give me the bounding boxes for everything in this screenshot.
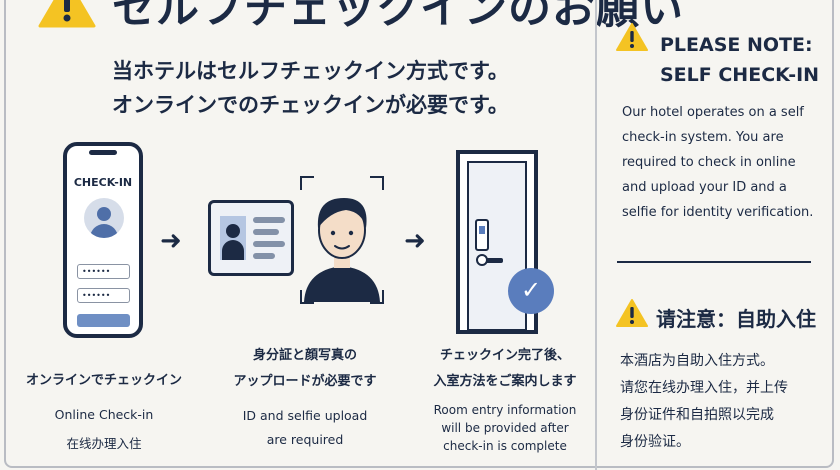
caption-line: 在线办理入住 bbox=[66, 436, 142, 451]
notice-body-cn: 本酒店为自助入住方式。 请您在线办理入住，并上传 身份证件和自拍照以完成 身份验… bbox=[620, 348, 788, 456]
page-title: セルフチェックインのお願い bbox=[112, 0, 684, 34]
step-1-caption-en: Online Check-in 在线办理入住 bbox=[24, 400, 184, 458]
phone-submit-button bbox=[77, 314, 130, 327]
phone-input-field: •••••• bbox=[77, 288, 130, 303]
intro-line: オンラインでのチェックインが必要です。 bbox=[112, 93, 509, 117]
id-photo bbox=[220, 216, 246, 260]
phone-icon: CHECK-IN •••••• •••••• bbox=[63, 142, 143, 338]
step-3-caption-jp: チェックイン完了後、 入室方法をご案内します bbox=[420, 343, 590, 395]
caption-line: 身分証と顔写真の bbox=[252, 348, 357, 363]
notice-line: 身份证件和自拍照以完成 bbox=[620, 407, 774, 423]
phone-input-field: •••••• bbox=[77, 264, 130, 279]
caption-line: check-in is complete bbox=[443, 439, 567, 453]
notice-line: Our hotel operates on a self bbox=[622, 105, 804, 120]
intro-text: 当ホテルはセルフチェックイン方式です。 オンラインでのチェックインが必要です。 bbox=[112, 54, 509, 122]
step-3-caption-en: Room entry information will be provided … bbox=[420, 401, 590, 455]
intro-line: 当ホテルはセルフチェックイン方式です。 bbox=[112, 59, 509, 83]
notice-title-en: PLEASE NOTE: SELF CHECK-IN bbox=[660, 30, 819, 90]
caption-line: 入室方法をご案内します bbox=[433, 374, 577, 389]
id-card-icon bbox=[208, 200, 294, 276]
notice-line: check-in system. You are bbox=[622, 130, 784, 145]
caption-line: ID and selfie upload bbox=[242, 408, 368, 423]
caption-line: チェックイン完了後、 bbox=[439, 348, 570, 363]
caption-line: will be provided after bbox=[441, 421, 569, 435]
step-1-caption-jp: オンラインでチェックイン bbox=[24, 369, 184, 388]
notice-title-line: SELF CHECK-IN bbox=[660, 64, 820, 86]
caption-line: Online Check-in bbox=[54, 407, 154, 422]
caption-line: Room entry information bbox=[433, 403, 577, 417]
avatar-icon bbox=[84, 198, 124, 238]
notice-line: selfie for identity verification. bbox=[622, 205, 814, 220]
notice-title-cn: 请注意：自助入住 bbox=[656, 307, 816, 331]
warning-icon bbox=[616, 23, 648, 51]
arrow-right-icon: ➜ bbox=[404, 226, 426, 256]
check-icon: ✓ bbox=[520, 276, 542, 304]
arrow-right-icon: ➜ bbox=[160, 226, 182, 256]
caption-line: オンラインでチェックイン bbox=[25, 373, 182, 388]
warning-icon bbox=[38, 0, 96, 28]
phone-checkin-label: CHECK-IN bbox=[73, 176, 133, 189]
notice-line: and upload your ID and a bbox=[622, 180, 787, 195]
check-badge-icon: ✓ bbox=[508, 268, 554, 314]
selfie-icon bbox=[300, 176, 384, 304]
notice-body-en: Our hotel operates on a self check-in sy… bbox=[622, 100, 813, 225]
caption-line: are required bbox=[266, 432, 344, 447]
notice-divider bbox=[617, 261, 811, 263]
notice-line: 请您在线办理入住，并上传 bbox=[620, 380, 788, 396]
notice-line: 身份验证。 bbox=[620, 434, 690, 450]
phone-notch bbox=[89, 150, 117, 155]
notice-title-line: PLEASE NOTE: bbox=[660, 34, 813, 56]
step-2-caption-en: ID and selfie upload are required bbox=[205, 404, 405, 452]
step-2-caption-jp: 身分証と顔写真の アップロードが必要です bbox=[205, 343, 405, 395]
panel-divider bbox=[595, 0, 597, 470]
notice-line: required to check in online bbox=[622, 155, 796, 170]
warning-icon bbox=[616, 299, 648, 327]
notice-line: 本酒店为自助入住方式。 bbox=[620, 353, 774, 369]
caption-line: アップロードが必要です bbox=[233, 374, 377, 389]
